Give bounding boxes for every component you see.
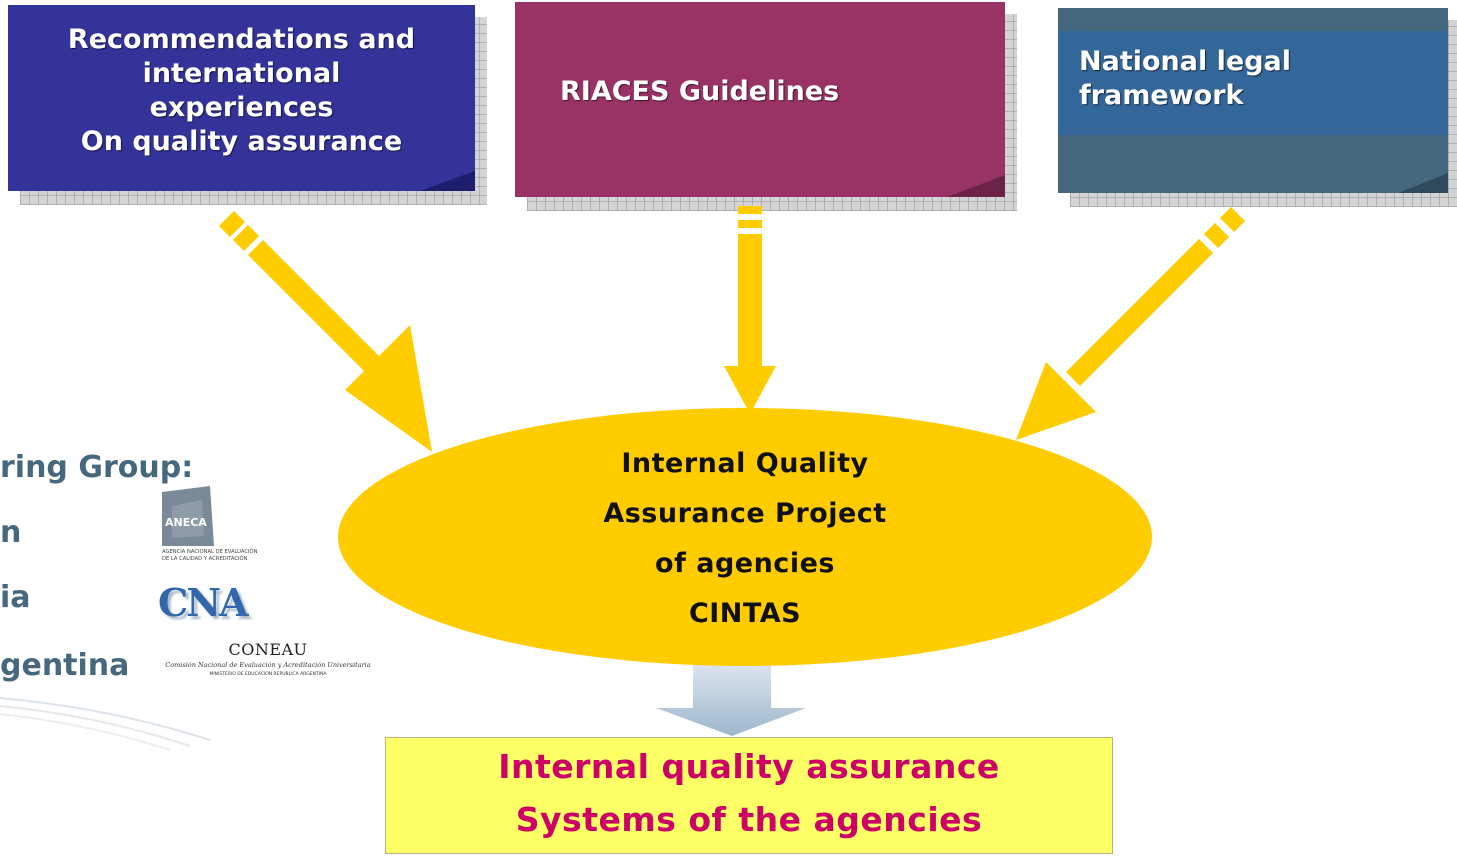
result-text: Internal quality assurance Systems of th… <box>498 740 1000 846</box>
coneau-logo-script: Comisión Nacional de Evaluación y Acredi… <box>165 661 371 669</box>
arrow-middle-shaft <box>738 234 762 368</box>
cintas-ellipse-text: Internal Quality Assurance Project of ag… <box>603 439 886 639</box>
steering-member-1-label: n <box>0 515 22 550</box>
cintas-line-4: CINTAS <box>688 598 802 629</box>
cintas-ellipse: Internal Quality Assurance Project of ag… <box>338 408 1152 666</box>
box-recommendations-fold <box>420 171 475 191</box>
steering-group-label: ring Group: <box>0 450 194 485</box>
cintas-line-2: Assurance Project <box>603 498 887 529</box>
result-box: Internal quality assurance Systems of th… <box>385 737 1113 854</box>
box-legal-line-2: framework <box>1079 80 1244 111</box>
result-line-1: Internal quality assurance <box>498 746 1000 786</box>
box-recommendations-line-4: On quality assurance <box>80 126 403 157</box>
cintas-line-1: Internal Quality <box>621 448 869 479</box>
box-legal-line-1: National legal <box>1079 46 1291 77</box>
coneau-logo: CONEAU Comisión Nacional de Evaluación y… <box>143 640 393 690</box>
aneca-logo-name: ANECA <box>165 516 207 529</box>
arrow-left-dash-2 <box>233 225 259 251</box>
box-legal-band: National legal framework <box>1058 31 1448 135</box>
box-riaces-text: RIACES Guidelines <box>560 75 840 107</box>
aneca-logo: ANECA AGENCIA NACIONAL DE EVALUACIÓN DE … <box>162 486 272 566</box>
box-riaces: RIACES Guidelines <box>515 2 1005 197</box>
box-recommendations-line-2: international <box>142 58 341 89</box>
arrow-right-head <box>1016 362 1096 440</box>
arrow-middle-head <box>724 366 776 414</box>
arrow-left-dash-1 <box>219 211 245 237</box>
aneca-logo-mark <box>162 486 214 546</box>
arrow-right <box>1016 207 1245 440</box>
box-legal-fold <box>1398 173 1448 193</box>
steering-member-3-label: gentina <box>0 648 130 683</box>
aneca-logo-subtitle-1: AGENCIA NACIONAL DE EVALUACIÓN <box>162 549 258 555</box>
arrow-right-dash-1 <box>1220 207 1245 232</box>
decorative-swoosh <box>0 697 211 751</box>
arrow-down-result <box>656 662 806 736</box>
box-legal-text: National legal framework <box>1079 45 1448 113</box>
box-recommendations-line-1: Recommendations and <box>67 24 416 55</box>
arrow-middle-dash-2 <box>738 220 762 228</box>
result-line-2: Systems of the agencies <box>515 799 983 839</box>
arrow-right-shaft <box>1066 239 1213 386</box>
cintas-line-3: of agencies <box>655 548 835 579</box>
box-recommendations-line-3: experiences <box>149 92 334 123</box>
arrow-left <box>219 211 432 452</box>
cna-logo: CNA <box>158 580 248 625</box>
cna-logo-name: CNA <box>158 580 248 625</box>
steering-member-2-label: ia <box>0 580 31 615</box>
arrow-left-shaft <box>248 240 388 380</box>
arrow-middle <box>724 206 776 414</box>
arrow-left-head <box>345 325 432 452</box>
box-recommendations-text: Recommendations and international experi… <box>22 23 462 159</box>
box-legal: National legal framework <box>1058 8 1448 193</box>
box-recommendations: Recommendations and international experi… <box>8 5 475 191</box>
coneau-logo-subtitle: MINISTERIO DE EDUCACION REPUBLICA ARGENT… <box>209 672 327 677</box>
arrow-right-dash-2 <box>1204 223 1229 248</box>
box-riaces-fold <box>947 175 1005 197</box>
aneca-logo-subtitle-2: DE LA CALIDAD Y ACREDITACIÓN <box>162 556 248 562</box>
coneau-logo-name: CONEAU <box>228 640 308 659</box>
